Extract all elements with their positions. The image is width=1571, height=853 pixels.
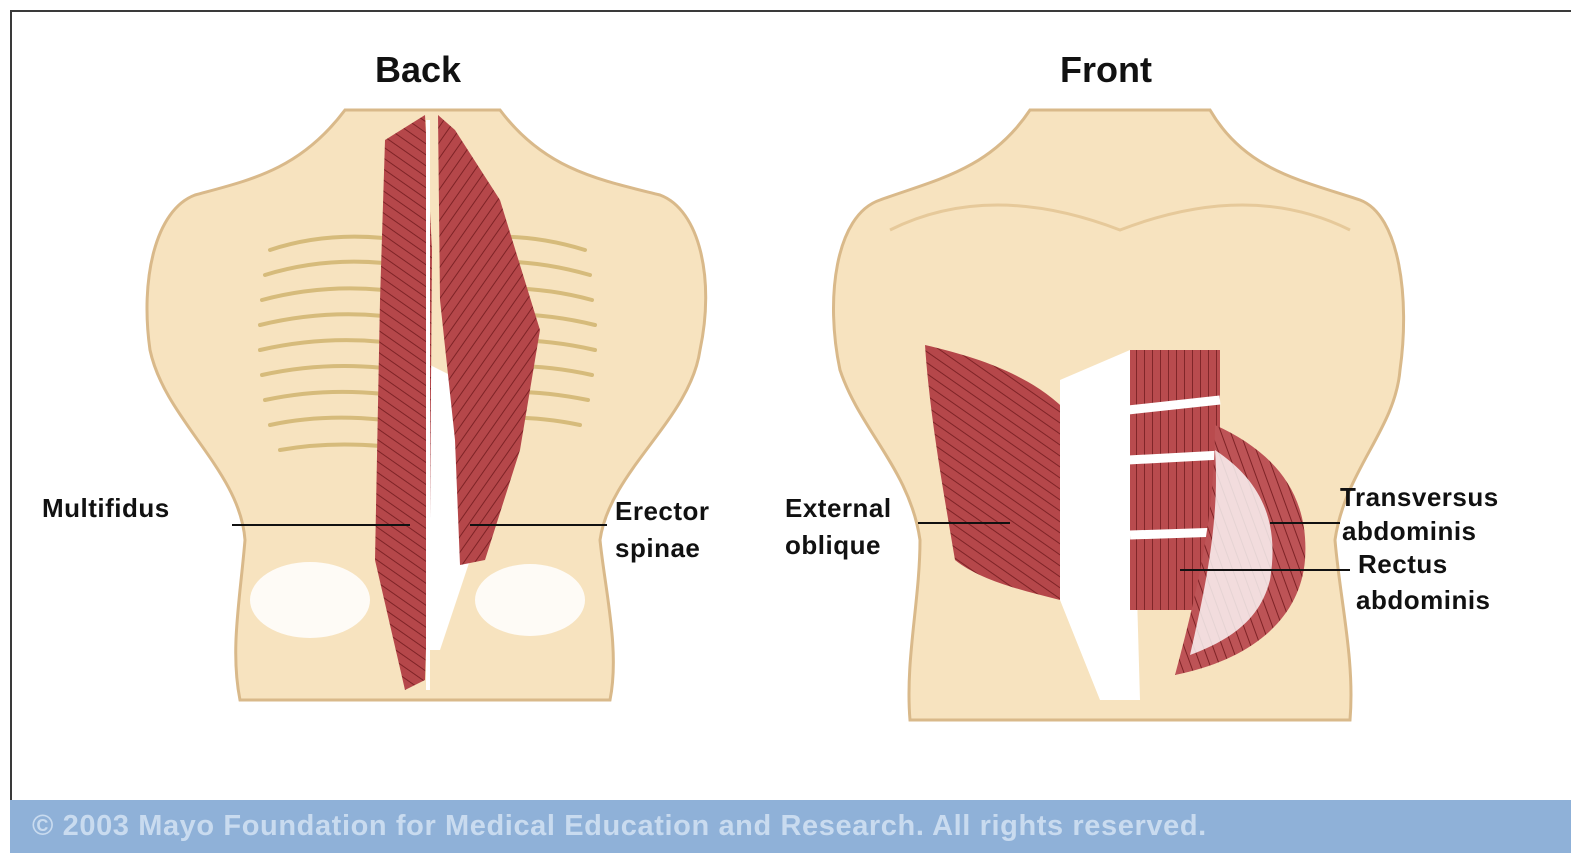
right-iliac-bone: [475, 564, 585, 636]
panel-title-front: Front: [1060, 52, 1152, 88]
label-erector-spinae-line1: Erector: [615, 498, 710, 524]
copyright-text: © 2003 Mayo Foundation for Medical Educa…: [32, 812, 1207, 841]
label-erector-spinae-line2: spinae: [615, 535, 700, 561]
front-torso: [833, 110, 1403, 720]
label-rectus-abdominis-line1: Rectus: [1358, 551, 1448, 577]
copyright-band: © 2003 Mayo Foundation for Medical Educa…: [10, 800, 1571, 853]
label-external-oblique-line1: External: [785, 495, 892, 521]
label-transversus-abdominis-line1: Transversus: [1340, 484, 1499, 510]
label-multifidus: Multifidus: [42, 495, 170, 521]
label-transversus-abdominis-line2: abdominis: [1342, 518, 1477, 544]
label-rectus-abdominis-line2: abdominis: [1356, 587, 1491, 613]
left-iliac-bone: [250, 562, 370, 638]
panel-title-back: Back: [375, 52, 461, 88]
label-external-oblique-line2: oblique: [785, 532, 881, 558]
back-torso: [147, 110, 706, 700]
